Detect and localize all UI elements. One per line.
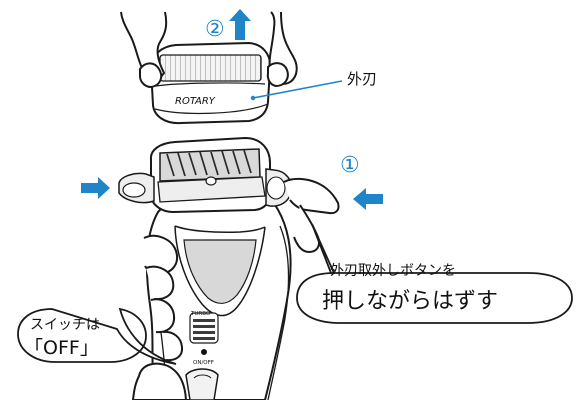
release-instruction-line-2: 押しながらはずす [322, 289, 499, 314]
switch-speech-bubble [17, 307, 177, 365]
left-push-arrow-icon [81, 177, 110, 199]
step-1-label: ① [340, 153, 360, 178]
switch-instruction-line-2: 「OFF」 [24, 337, 99, 359]
release-speech-bubble [296, 223, 573, 324]
step-2-label: ② [205, 17, 225, 42]
switch-marking: ON/OFF [193, 360, 214, 366]
outer-blade-callout-line [252, 80, 343, 99]
release-instruction-line-1: 外刃取外しボタンを [330, 263, 456, 279]
outer-blade: ROTARY [149, 41, 272, 125]
switch-instruction-line-1: スイッチは [30, 317, 100, 333]
top-hands [120, 11, 298, 89]
mode-top-label: TURBO [190, 311, 211, 317]
outer-blade-label: 外刃 [347, 70, 378, 88]
shaver-head [118, 136, 293, 214]
rotary-brand-label: ROTARY [175, 96, 216, 107]
holding-hand [131, 234, 188, 400]
product-markings: TURBO ON/OFF [190, 311, 214, 366]
right-push-arrow-icon [353, 188, 383, 210]
release-button-fingers [283, 177, 340, 254]
lift-up-arrow-icon [229, 9, 251, 40]
